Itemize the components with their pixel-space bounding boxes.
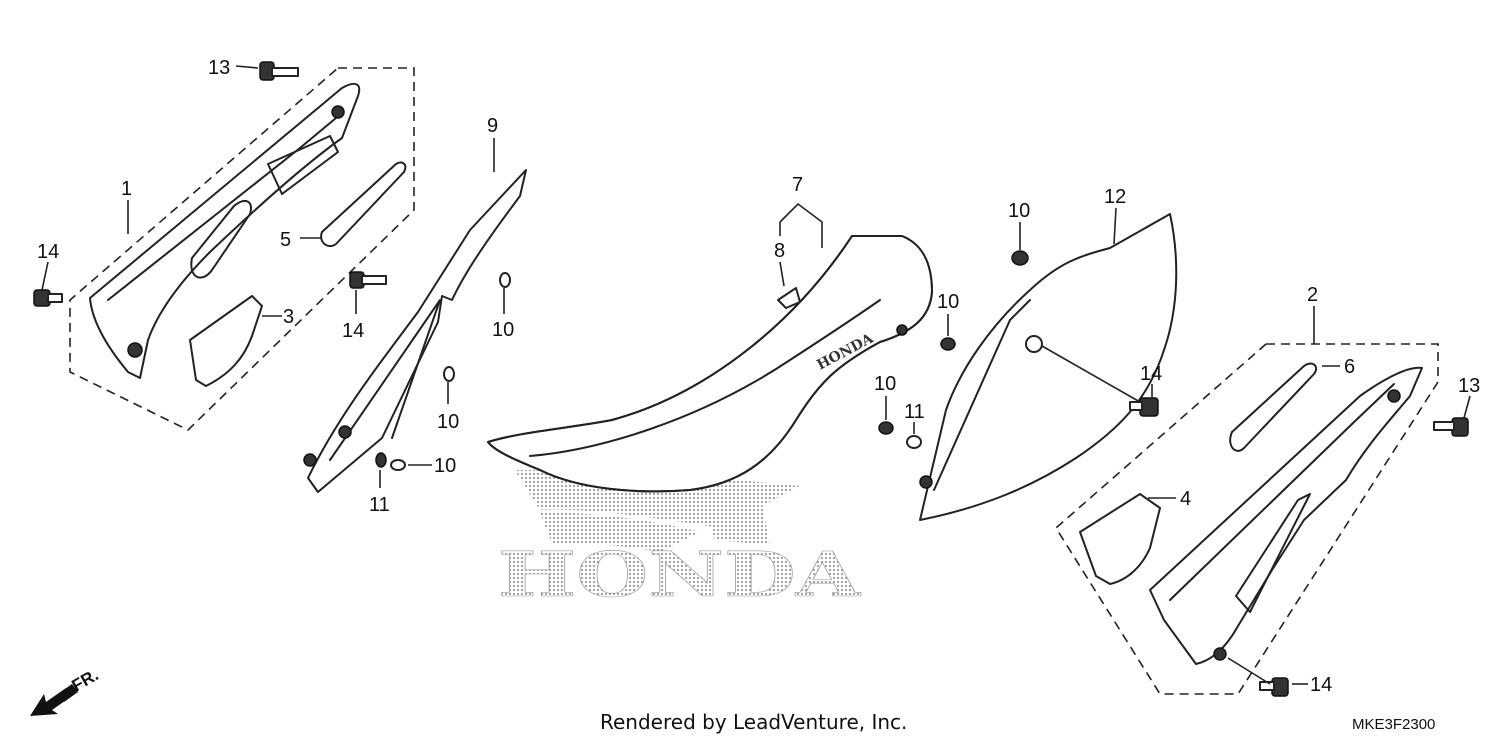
callout-13-right: 13 [1458,375,1480,397]
bolt-14-far-left [33,289,63,307]
callout-5: 5 [280,229,291,251]
callout-3: 3 [283,306,294,328]
callout-9: 9 [487,115,498,137]
callout-11-right: 11 [904,401,925,423]
callout-10-e: 10 [937,291,959,313]
right-rubber-strip [1229,362,1318,452]
left-side-cover-group [69,67,415,431]
callout-10-c: 10 [434,455,456,477]
callout-8: 8 [774,240,785,262]
honda-brand-watermark: HONDA [498,538,861,611]
callout-14-bottom-right: 14 [1310,674,1332,696]
assembly-box-right [1054,343,1439,695]
callout-10-f: 10 [874,373,896,395]
callout-1: 1 [121,178,132,200]
diagram-code: MKE3F2300 [1352,716,1436,733]
callout-10-b: 10 [437,411,459,433]
callout-13-left: 13 [208,57,230,79]
left-side-pad [189,295,263,387]
right-side-pad [1079,493,1161,585]
callout-6: 6 [1344,356,1355,378]
callout-14-center: 14 [1140,363,1162,385]
bolt-13-left [259,61,299,81]
render-credit: Rendered by LeadVenture, Inc. [600,710,908,734]
front-direction-indicator: FR. [30,665,102,716]
shroud-12 [919,213,1178,521]
shroud-9 [303,169,527,493]
leader-lines [41,65,1471,685]
fasteners-small [375,250,1029,471]
bolt-13-right [1433,417,1469,437]
callout-numbers: 13 1 14 5 3 9 14 10 10 11 10 7 8 10 12 1… [37,57,1480,696]
callout-7: 7 [792,174,803,196]
callout-14-far-left: 14 [37,241,59,263]
left-rubber-strip [320,161,407,248]
right-side-cover [1149,366,1423,665]
callout-12: 12 [1104,186,1126,208]
seat-7: HONDA [487,235,933,493]
right-side-cover-group [1054,343,1439,695]
callout-11-left: 11 [369,494,390,516]
callout-4: 4 [1180,488,1191,510]
callout-14-left: 14 [342,320,364,342]
callout-2: 2 [1307,284,1318,306]
assembly-box-left [69,67,415,431]
callout-10-a: 10 [492,319,514,341]
left-side-cover [89,82,361,379]
callout-10-d: 10 [1008,200,1030,222]
